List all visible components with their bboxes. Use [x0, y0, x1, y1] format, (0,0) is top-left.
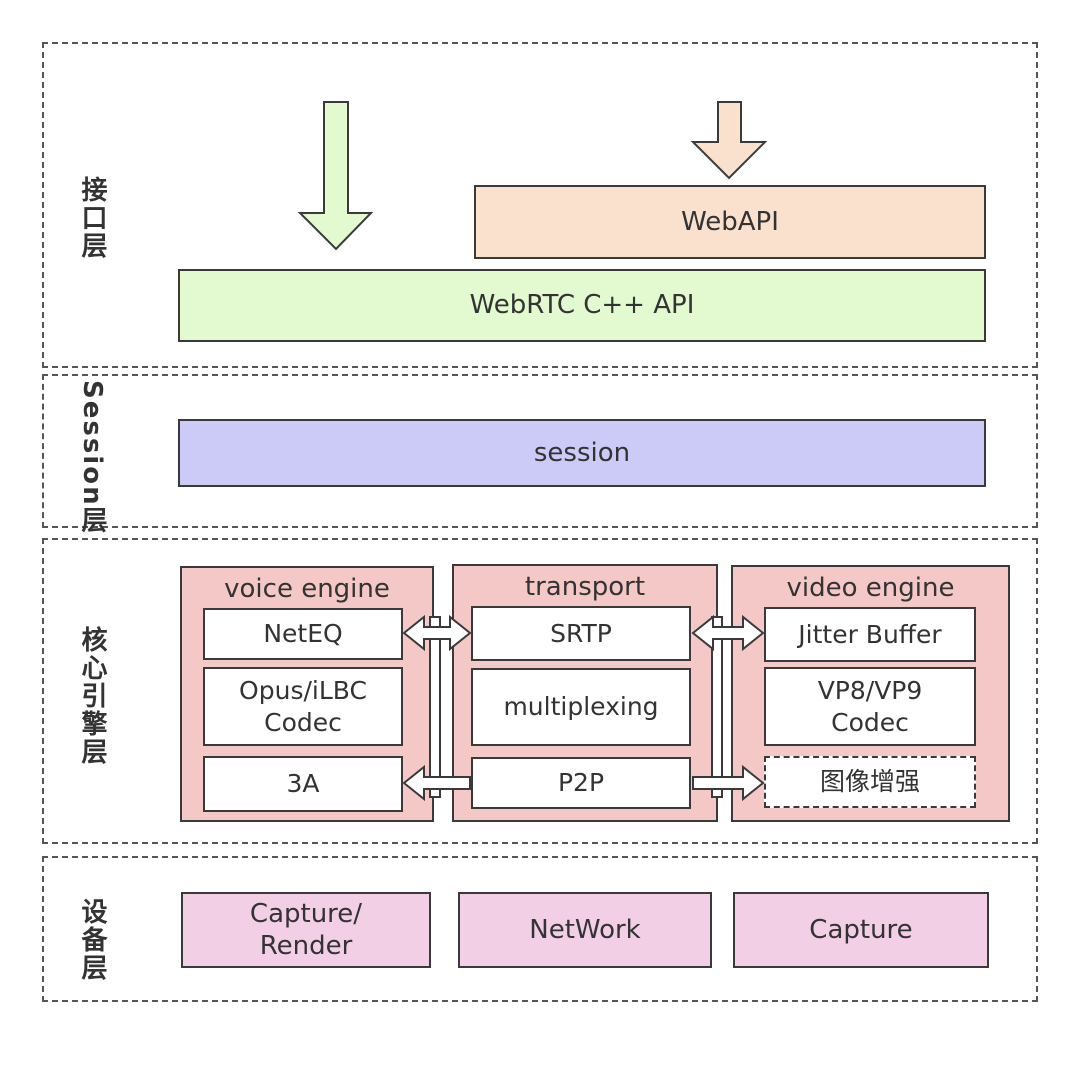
- session-box: session: [178, 419, 986, 487]
- 3a-box: 3A: [203, 756, 403, 812]
- opus-ilbc-codec-box: Opus/iLBC Codec: [203, 667, 403, 746]
- core-engine-layer-label: 核心引擎层: [77, 626, 107, 766]
- capture-render-box: Capture/ Render: [181, 892, 431, 968]
- webapi-box: WebAPI: [474, 185, 986, 259]
- multiplexing-box: multiplexing: [471, 668, 691, 746]
- video-engine-title: video engine: [786, 573, 955, 603]
- device-layer: [42, 856, 1038, 1002]
- core-engine-layer: [42, 538, 1038, 844]
- interface-layer: [42, 42, 1038, 368]
- jitter-buffer-box: Jitter Buffer: [764, 607, 976, 662]
- session-layer-label: Session层: [77, 380, 107, 535]
- srtp-box: SRTP: [471, 606, 691, 661]
- neteq-box: NetEQ: [203, 608, 403, 660]
- webrtc-cpp-api-box: WebRTC C++ API: [178, 269, 986, 342]
- capture-box: Capture: [733, 892, 989, 968]
- session-layer: [42, 374, 1038, 528]
- vp8-vp9-codec-box: VP8/VP9 Codec: [764, 667, 976, 746]
- voice-engine-title: voice engine: [224, 574, 390, 604]
- transport-title: transport: [524, 572, 646, 602]
- network-box: NetWork: [458, 892, 712, 968]
- p2p-box: P2P: [471, 757, 691, 809]
- interface-layer-label: 接口层: [77, 176, 107, 260]
- device-layer-label: 设备层: [77, 898, 107, 982]
- image-enhancement-box: 图像增强: [764, 756, 976, 808]
